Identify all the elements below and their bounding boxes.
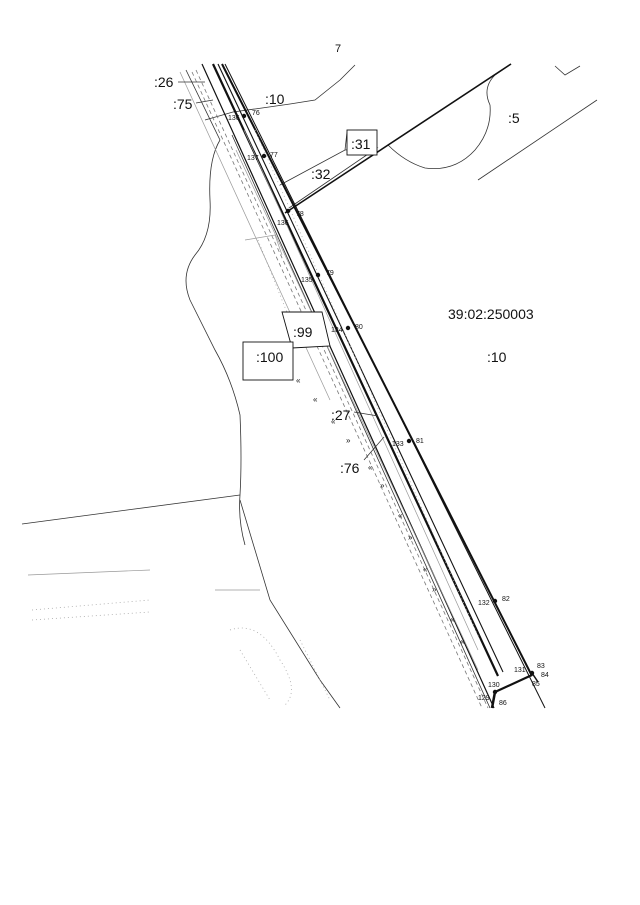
parcel-label-75: :75 bbox=[173, 96, 193, 112]
point-number: 82 bbox=[502, 596, 510, 603]
cadastral-block-label: 39:02:250003 bbox=[448, 306, 534, 322]
survey-point bbox=[492, 598, 498, 604]
point-number: 136 bbox=[228, 115, 240, 122]
point-number: 130 bbox=[488, 682, 500, 689]
road-corridor bbox=[179, 63, 546, 709]
point-number: 83 bbox=[537, 663, 545, 670]
point-number: 84 bbox=[541, 672, 549, 679]
arrow-icon: » bbox=[408, 533, 413, 542]
arrow-icon: « bbox=[460, 637, 465, 646]
boundary-line bbox=[284, 63, 512, 214]
parcel-100-box bbox=[242, 341, 294, 381]
survey-point bbox=[406, 438, 412, 444]
survey-point bbox=[285, 208, 291, 214]
page-number: 7 bbox=[335, 43, 341, 55]
point-number: 137 bbox=[247, 155, 259, 162]
parcel-31-box bbox=[346, 129, 378, 156]
point-number: 76 bbox=[252, 110, 260, 117]
arrow-icon: « bbox=[398, 511, 403, 520]
arrow-icon: » bbox=[432, 585, 437, 594]
parcel-label-31: :31 bbox=[351, 136, 371, 152]
boundary-segment bbox=[490, 691, 497, 709]
parcel-label-100: :100 bbox=[256, 349, 283, 365]
survey-point bbox=[315, 272, 321, 278]
point-number: 80 bbox=[355, 324, 363, 331]
arrow-icon: » bbox=[346, 436, 351, 445]
point-number: 81 bbox=[416, 438, 424, 445]
point-numbers: 136 76 137 77 136 78 135 79 134 80 133 8… bbox=[228, 110, 549, 707]
arrow-icon: « bbox=[423, 565, 428, 574]
survey-point bbox=[261, 153, 267, 159]
survey-point bbox=[241, 113, 247, 119]
parcel-label-5: :5 bbox=[508, 110, 520, 126]
parcel-boxes bbox=[242, 129, 378, 381]
point-number: 77 bbox=[270, 152, 278, 159]
direction-arrows: « « « » « » « » « » « « bbox=[296, 376, 465, 646]
point-number: 136 bbox=[277, 220, 289, 227]
arrow-icon: « bbox=[368, 463, 373, 472]
point-number: 129 bbox=[478, 695, 490, 702]
boundary-segment bbox=[531, 672, 539, 683]
terrain-outlines bbox=[21, 64, 356, 709]
survey-point bbox=[345, 325, 351, 331]
parcel-label-32: :32 bbox=[311, 166, 331, 182]
parcel-label-10-right: :10 bbox=[487, 349, 507, 365]
point-number: 133 bbox=[392, 441, 404, 448]
parcel-label-10-top: :10 bbox=[265, 91, 285, 107]
point-number: 85 bbox=[532, 681, 540, 688]
point-number: 79 bbox=[326, 270, 334, 277]
arrow-icon: « bbox=[296, 376, 301, 385]
leader-lines bbox=[178, 81, 385, 461]
arrow-icon: « bbox=[331, 417, 336, 426]
parcel-label-27: :27 bbox=[331, 407, 351, 423]
parcel-label-76: :76 bbox=[340, 460, 360, 476]
boundary-segment bbox=[494, 674, 533, 693]
point-number: 132 bbox=[478, 600, 490, 607]
arrow-icon: « bbox=[450, 615, 455, 624]
point-number: 131 bbox=[514, 667, 526, 674]
arrow-icon: « bbox=[313, 395, 318, 404]
parcel-label-26: :26 bbox=[154, 74, 174, 90]
parcel-label-99: :99 bbox=[293, 324, 313, 340]
point-number: 78 bbox=[296, 211, 304, 218]
point-number: 86 bbox=[499, 700, 507, 707]
point-number: 134 bbox=[331, 327, 343, 334]
parcel-99-box bbox=[281, 311, 331, 349]
point-number: 135 bbox=[301, 277, 313, 284]
survey-points bbox=[241, 113, 535, 695]
arrow-icon: » bbox=[380, 481, 385, 490]
parcel-5-outline bbox=[387, 63, 598, 181]
